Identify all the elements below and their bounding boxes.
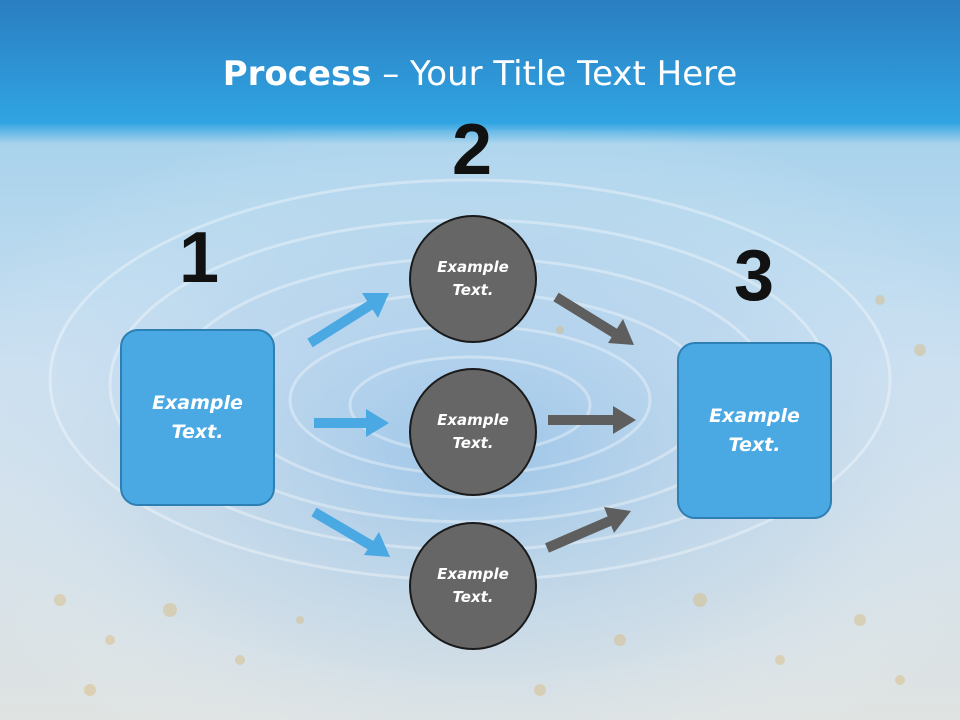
circle-top: Example Text. (409, 215, 537, 343)
gray-arrow-right (548, 406, 636, 434)
blue-arrow-up (307, 293, 389, 348)
gray-arrow-up (545, 507, 631, 553)
blue-arrow-down (311, 507, 390, 557)
circle-top-text: Example Text. (437, 258, 509, 299)
right-box-text: Example Text. (709, 404, 800, 456)
blue-arrow-right (314, 409, 389, 437)
step-number-3: 3 (733, 236, 775, 316)
circle-bottom-text: Example Text. (437, 565, 509, 606)
circle-middle: Example Text. (409, 368, 537, 496)
left-box: Example Text. (120, 329, 275, 506)
title-rest: – Your Title Text Here (371, 54, 738, 94)
right-box: Example Text. (677, 342, 832, 519)
step-number-1: 1 (178, 218, 220, 298)
title-bold: Process (222, 54, 372, 94)
step-number-2: 2 (451, 110, 493, 190)
left-box-text: Example Text. (152, 391, 243, 443)
circle-middle-text: Example Text. (437, 411, 509, 452)
slide-title: Process – Your Title Text Here (0, 52, 960, 96)
gray-arrow-down (553, 292, 634, 345)
circle-bottom: Example Text. (409, 522, 537, 650)
